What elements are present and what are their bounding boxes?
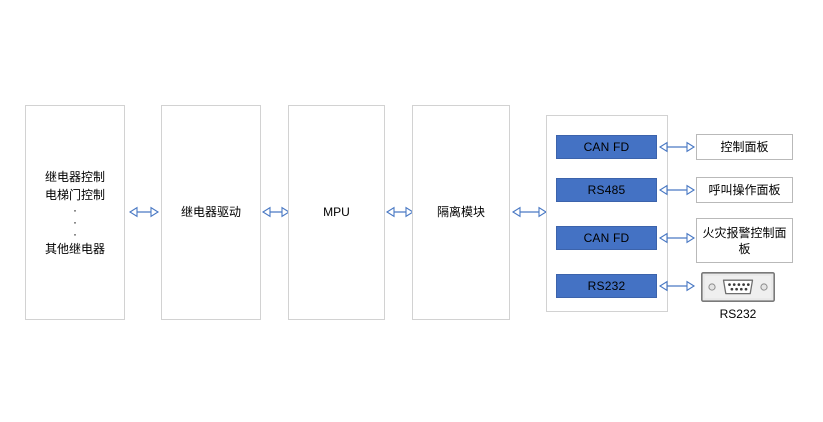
conn-relaydriver-mpu bbox=[261, 206, 291, 218]
relay-list-dot-2: · bbox=[73, 214, 77, 229]
interface-rs232[interactable]: RS232 bbox=[556, 274, 657, 298]
panel-fire-alarm-control-panel-label: 火灾报警控制面板 bbox=[702, 225, 787, 256]
block-relay-driver-label: 继电器驱动 bbox=[180, 205, 241, 219]
conn-isolation-interfaces bbox=[511, 206, 548, 218]
db9-connector-icon[interactable] bbox=[701, 272, 775, 302]
conn-rs232-db9 bbox=[658, 280, 696, 292]
panel-call-operation-panel[interactable]: 呼叫操作面板 bbox=[696, 177, 793, 203]
panel-fire-alarm-control-panel[interactable]: 火灾报警控制面板 bbox=[696, 218, 793, 263]
interface-can-fd-2-label: CAN FD bbox=[583, 231, 630, 245]
block-isolation-module[interactable]: 隔离模块 bbox=[412, 105, 510, 320]
block-mpu[interactable]: MPU bbox=[288, 105, 385, 320]
panel-call-operation-panel-label: 呼叫操作面板 bbox=[708, 183, 781, 197]
conn-rs485-callpanel bbox=[658, 184, 696, 196]
db9-caption: RS232 bbox=[719, 307, 757, 321]
interface-can-fd-2[interactable]: CAN FD bbox=[556, 226, 657, 250]
interface-can-fd-1[interactable]: CAN FD bbox=[556, 135, 657, 159]
relay-list-line-1: 继电器控制 bbox=[44, 169, 105, 184]
interface-rs232-label: RS232 bbox=[587, 279, 626, 293]
interface-rs485[interactable]: RS485 bbox=[556, 178, 657, 202]
block-isolation-module-label: 隔离模块 bbox=[436, 205, 485, 219]
panel-control-panel-label: 控制面板 bbox=[720, 140, 769, 154]
panel-control-panel[interactable]: 控制面板 bbox=[696, 134, 793, 160]
conn-canfd2-firealarmpanel bbox=[658, 232, 696, 244]
relay-list-line-2: 电梯门控制 bbox=[44, 187, 105, 202]
conn-mpu-isolation bbox=[385, 206, 415, 218]
interface-rs485-label: RS485 bbox=[587, 183, 626, 197]
block-mpu-label: MPU bbox=[323, 205, 350, 219]
block-relay-list[interactable]: 继电器控制 电梯门控制 · · · 其他继电器 bbox=[25, 105, 125, 320]
conn-relaylist-relaydriver bbox=[128, 206, 160, 218]
interface-can-fd-1-label: CAN FD bbox=[583, 140, 630, 154]
block-relay-driver[interactable]: 继电器驱动 bbox=[161, 105, 261, 320]
relay-list-dot-3: · bbox=[73, 226, 77, 241]
relay-list-line-tail: 其他继电器 bbox=[44, 241, 105, 256]
conn-canfd1-controlpanel bbox=[658, 141, 696, 153]
relay-list-dot-1: · bbox=[73, 202, 77, 217]
